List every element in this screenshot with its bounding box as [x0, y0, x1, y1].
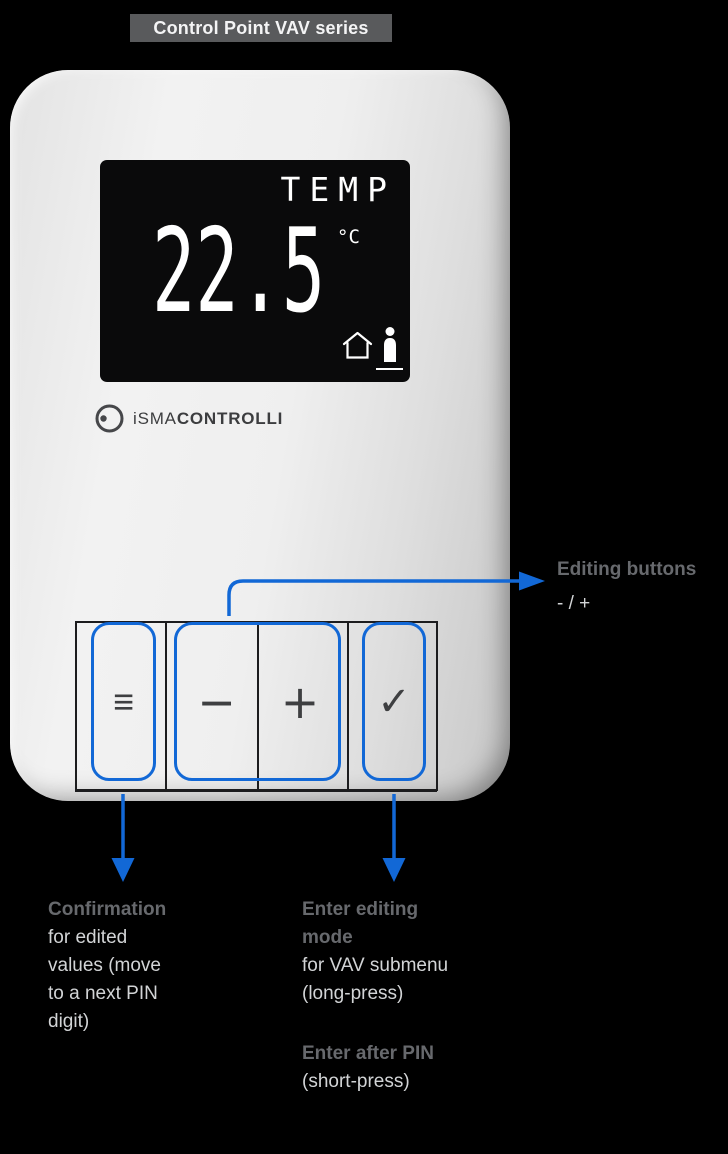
page-title: Control Point VAV series	[130, 14, 392, 42]
panel-divider	[436, 621, 438, 791]
occupancy-underline	[376, 368, 403, 370]
arrow-down-head-menu	[111, 858, 135, 882]
lcd-mode-label: TEMP	[280, 170, 396, 209]
occupancy-icon	[384, 327, 396, 362]
annotation-editing-buttons: Editing buttons - / +	[557, 556, 696, 618]
confirm-button[interactable]: ✓	[362, 622, 426, 781]
annotation-title: Enter editing mode	[302, 899, 419, 948]
annotation-confirmation: Confirmation for edited values (move to …	[48, 896, 174, 1036]
brand-logo: iSMACONTROLLI	[94, 403, 283, 434]
annotation-body: for edited values (move to a next PIN di…	[48, 927, 161, 1032]
minus-button[interactable]: −	[175, 622, 258, 781]
minus-icon: −	[197, 674, 236, 729]
annotation-title: Confirmation	[48, 899, 167, 920]
menu-button[interactable]: ≡	[91, 622, 156, 781]
annotation-enter-after-pin: Enter after PIN (short-press)	[302, 1040, 484, 1096]
device-body: TEMP 22.5 °C iSMACONTROLLI	[10, 70, 510, 801]
panel-divider	[165, 621, 167, 791]
brand-name-bold: CONTROLLI	[176, 408, 284, 428]
highlight-confirm-button	[362, 622, 426, 781]
lcd-display: TEMP 22.5 °C	[100, 160, 410, 382]
brand-name-regular: iSMA	[133, 408, 177, 428]
menu-icon: ≡	[112, 680, 134, 722]
panel-divider	[257, 621, 259, 791]
annotation-body: for VAV submenu (long-press)	[302, 955, 449, 1004]
annotation-title: Enter after PIN	[302, 1043, 434, 1064]
plus-button[interactable]: +	[258, 622, 342, 781]
annotation-body: - / +	[557, 593, 591, 614]
panel-line-bottom	[75, 789, 437, 792]
brand-logo-icon	[95, 404, 124, 433]
lcd-temperature-value: 22.5	[152, 204, 326, 339]
home-icon	[342, 331, 373, 359]
plus-icon: +	[280, 674, 320, 729]
lcd-unit-label: °C	[337, 226, 360, 248]
panel-divider	[347, 621, 349, 791]
check-icon: ✓	[377, 679, 411, 724]
arrow-right-head	[519, 571, 545, 591]
arrow-down-head-confirm	[382, 858, 406, 882]
highlight-editing-buttons	[174, 622, 341, 781]
panel-divider	[75, 621, 77, 791]
annotation-body: (short-press)	[302, 1071, 410, 1092]
brand-name: iSMACONTROLLI	[133, 409, 283, 429]
annotation-enter-editing: Enter editing mode for VAV submenu (long…	[302, 896, 484, 1008]
annotation-title: Editing buttons	[557, 559, 697, 580]
highlight-menu-button	[91, 622, 156, 781]
